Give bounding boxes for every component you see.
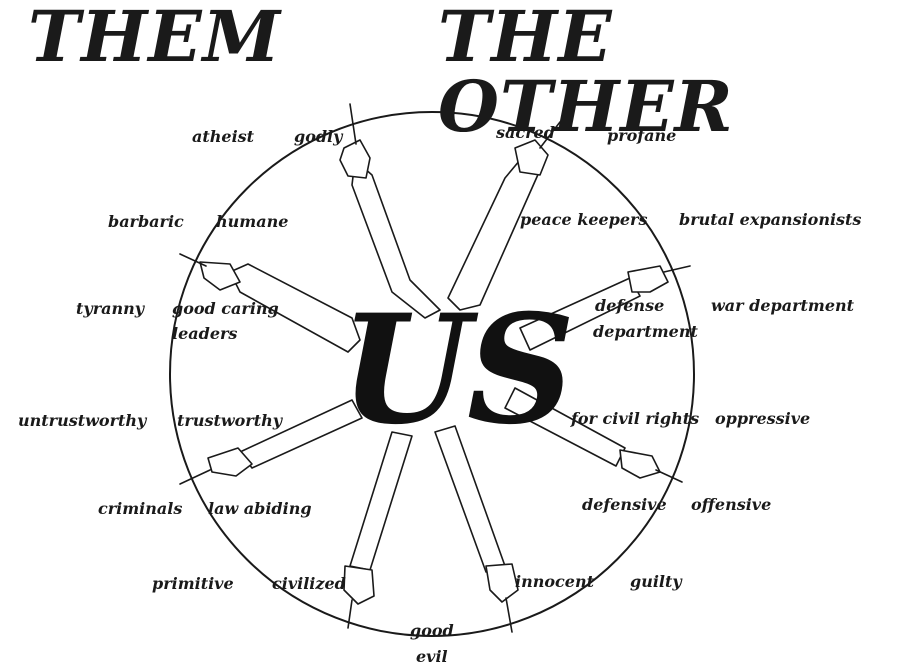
title-the-other: THE OTHER xyxy=(438,2,915,142)
label-brutal-expansionists: brutal expansionists xyxy=(679,211,861,229)
label-trustworthy: trustworthy xyxy=(177,412,282,430)
label-offensive: offensive xyxy=(691,496,771,514)
label-defensive: defensive xyxy=(582,496,667,514)
label-for-civil-rights: for civil rights xyxy=(571,410,699,428)
label-oppressive: oppressive xyxy=(715,410,810,428)
label-barbaric: barbaric xyxy=(108,213,184,231)
arm-civilized xyxy=(344,432,412,628)
title-them: THEM xyxy=(28,2,281,72)
label-innocent: innocent xyxy=(515,573,594,591)
label-profane: profane xyxy=(607,127,676,145)
label-peace-keepers: peace keepers xyxy=(520,211,647,229)
label-tyranny: tyranny xyxy=(76,300,144,318)
label-civilized: civilized xyxy=(272,575,346,593)
label-untrustworthy: untrustworthy xyxy=(18,412,146,430)
label-department: department xyxy=(593,323,698,341)
label-guilty: guilty xyxy=(630,573,682,591)
label-war-department: war department xyxy=(711,297,854,315)
label-primitive: primitive xyxy=(152,575,234,593)
label-evil: evil xyxy=(416,648,448,666)
label-good: good xyxy=(410,622,454,640)
label-atheist: atheist xyxy=(192,128,254,146)
label-leaders: leaders xyxy=(172,325,237,343)
label-good-caring: good caring xyxy=(172,300,279,318)
label-defense: defense xyxy=(595,297,664,315)
label-criminals: criminals xyxy=(98,500,182,518)
label-godly: godly xyxy=(294,128,342,146)
center-us: US xyxy=(340,295,571,445)
label-law-abiding: law abiding xyxy=(208,500,312,518)
label-sacred: sacred xyxy=(496,124,555,142)
label-humane: humane xyxy=(216,213,288,231)
